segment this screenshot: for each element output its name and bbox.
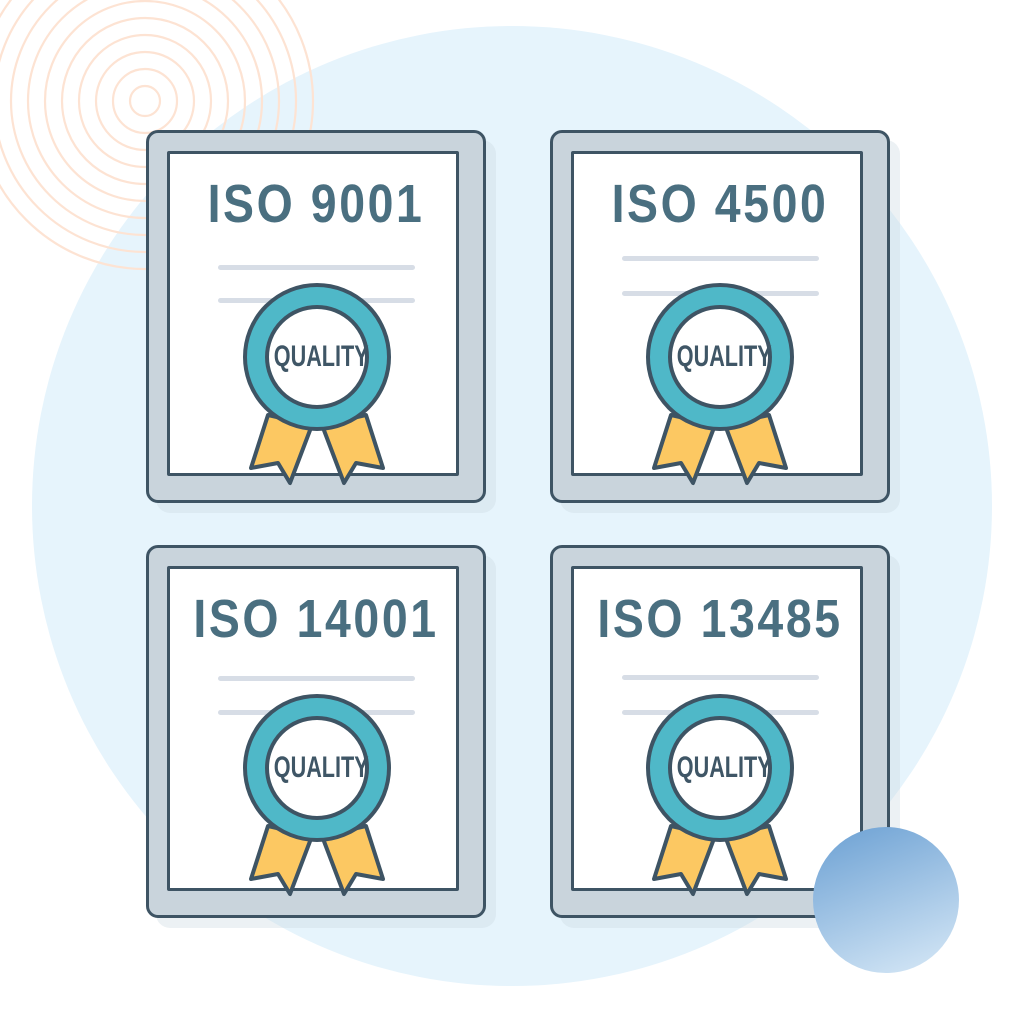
certificate-card-iso-13485: ISO 13485 QUALITY	[550, 545, 900, 928]
badge-label: QUALITY	[676, 751, 772, 784]
certificate-title: ISO 4500	[611, 174, 829, 234]
award-ribbon-icon	[243, 694, 391, 896]
text-line	[622, 675, 819, 680]
certificate-card-iso-14001: ISO 14001 QUALITY	[146, 545, 496, 928]
certificate-card-iso-9001: ISO 9001 QUALITY	[146, 130, 496, 513]
award-ribbon-icon	[646, 283, 794, 485]
text-line	[622, 256, 819, 261]
badge-label: QUALITY	[273, 751, 369, 784]
text-line	[218, 676, 415, 681]
award-ribbon-icon	[243, 283, 391, 485]
text-line	[218, 265, 415, 270]
badge-label: QUALITY	[676, 340, 772, 373]
certificate-title: ISO 9001	[207, 174, 425, 234]
certificate-title: ISO 13485	[597, 589, 843, 649]
award-ribbon-icon	[646, 694, 794, 896]
certificate-title: ISO 14001	[193, 589, 439, 649]
certificate-card-iso-4500: ISO 4500 QUALITY	[550, 130, 900, 513]
badge-label: QUALITY	[273, 340, 369, 373]
